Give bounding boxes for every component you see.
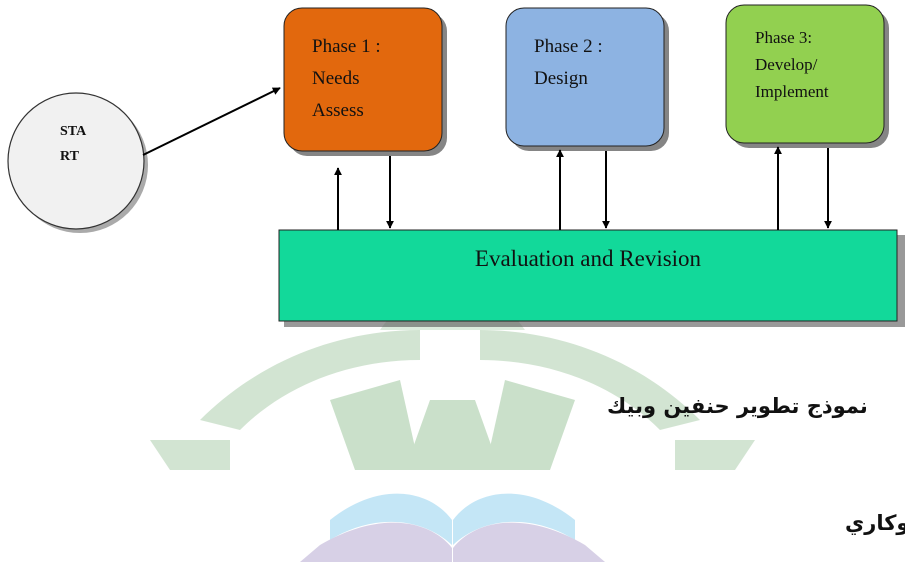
section-heading: هـ. نموذج تطوير ديك وكاري [845,511,905,536]
phase2-line1: Phase 2 : [534,36,603,57]
phase3-line3: Implement [755,82,829,101]
phase1-line3: Assess [312,100,364,121]
start-label-line2: RT [60,149,80,164]
start-to-phase1-arrow [142,87,281,156]
phase1-box: Phase 1 : Needs Assess [283,7,447,156]
phase2-line2: Design [534,68,588,89]
phase3-box: Phase 3: Develop/ Implement [725,4,889,148]
phase1-line1: Phase 1 : [312,36,381,57]
evaluation-label: Evaluation and Revision [475,246,702,271]
start-node: STA RT [7,92,148,233]
phase3-line2: Develop/ [755,55,818,74]
start-label-line1: STA [60,124,87,139]
evaluation-box: Evaluation and Revision [278,229,905,327]
phase3-line1: Phase 3: [755,28,812,47]
model-caption: نموذج تطوير حنفين وبيك [607,394,868,419]
phase2-box: Phase 2 : Design [505,7,669,151]
phase1-line2: Needs [312,68,359,89]
watermark-logo [150,280,755,562]
